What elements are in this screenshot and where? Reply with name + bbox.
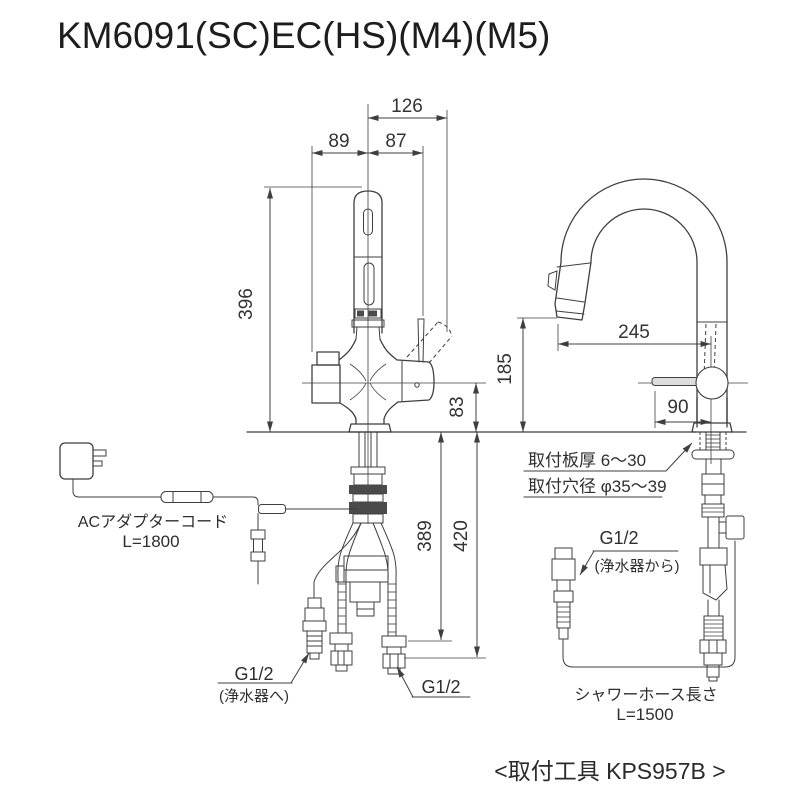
side-under-counter-assembly (551, 431, 745, 682)
side-labels: 取付板厚 6〜30 取付穴径 φ35〜39 G1/2 (浄水器から) シャワーホ… (523, 442, 718, 724)
dim-text-389: 389 (415, 520, 436, 552)
front-faucet-body (311, 190, 453, 433)
cord-connector (258, 504, 286, 514)
dim-text-83: 83 (447, 396, 468, 417)
supply-hose-right (372, 522, 407, 675)
purifier-out-note: (浄水器へ) (219, 688, 289, 705)
tool-note: <取付工具 KPS957B > (494, 758, 725, 784)
ac-plug-prong-2 (92, 460, 103, 467)
shower-hose-braid (703, 615, 724, 641)
dim-text-90: 90 (667, 397, 688, 418)
check-valve-cluster (699, 547, 728, 601)
ac-adapter-cord (59, 442, 359, 585)
purifier-in-note: (浄水器から) (595, 558, 680, 575)
spray-head (547, 261, 592, 321)
hose-length-value: L=1500 (616, 705, 673, 724)
mount-leader (665, 442, 693, 472)
base-trim (348, 423, 392, 433)
ac-adapter-length: L=1800 (122, 532, 179, 551)
side-base-trim (691, 422, 733, 433)
dim-text-185: 185 (495, 353, 516, 385)
purifier-out-hose (313, 522, 362, 599)
sensor-window-lower (363, 262, 375, 306)
handle-pivot-dot (414, 382, 420, 388)
mounting-flange (691, 449, 735, 460)
dim-text-245: 245 (618, 322, 650, 343)
front-view: 126 89 87 396 83 389 420 ACアダプターコード L=18… (59, 96, 486, 705)
ac-plug (59, 442, 94, 480)
purifier-in-thread-label: G1/2 (599, 528, 638, 548)
spout-outlet-top (316, 351, 340, 366)
aerator-ring (354, 308, 382, 319)
hose-end-fitting (699, 639, 727, 682)
control-box (725, 515, 745, 540)
side-handle-pivot (695, 366, 729, 400)
front-under-counter-assembly (302, 431, 407, 675)
ac-adapter-label: ACアダプターコード (78, 513, 228, 531)
sensor-window-upper (363, 208, 373, 236)
supply-thread-leader (396, 666, 414, 698)
lever-rod (417, 318, 425, 363)
gooseneck-outer (560, 178, 728, 428)
spout-outlet (311, 364, 341, 404)
dim-text-87: 87 (385, 131, 406, 152)
side-lever (651, 377, 701, 386)
page-title: KM6091(SC)EC(HS)(M4)(M5) (57, 15, 550, 56)
side-view: 245 185 90 取付板厚 6〜30 取付穴径 φ35〜39 G1/2 (浄… (495, 178, 748, 724)
purifier-out-fitting (302, 597, 327, 660)
valve-unit (335, 555, 389, 617)
supply-thread-label: G1/2 (421, 677, 460, 697)
dim-text-396: 396 (236, 288, 257, 320)
purifier-out-thread-label: G1/2 (234, 664, 273, 684)
purifier-out-leader (290, 652, 310, 684)
gooseneck-inner (590, 208, 698, 428)
spray-head-clip (547, 270, 558, 291)
purifier-in-fitting (551, 547, 576, 640)
cord-ferrite (160, 491, 214, 503)
side-faucet-body (547, 178, 733, 433)
side-dimensions: 245 185 90 (495, 317, 711, 432)
mount-hole-diameter-label: 取付穴径 φ35〜39 (528, 477, 667, 496)
supply-hose-left (329, 522, 362, 672)
dim-text-89: 89 (328, 131, 349, 152)
front-dimensions: 126 89 87 396 83 389 420 (236, 96, 486, 659)
front-labels: ACアダプターコード L=1800 G1/2 (浄水器へ) G1/2 (78, 513, 471, 705)
dim-text-126: 126 (391, 96, 423, 117)
mount-plate-thickness-label: 取付板厚 6〜30 (528, 451, 646, 470)
handle-rotated-dashed (406, 321, 453, 364)
dim-text-420: 420 (451, 520, 472, 552)
hose-length-bracket (562, 540, 736, 668)
handle-body (397, 359, 435, 403)
hose-length-label: シャワーホース長さ (574, 686, 717, 704)
purifier-in-leader (579, 550, 595, 576)
ac-plug-prong (92, 449, 107, 457)
